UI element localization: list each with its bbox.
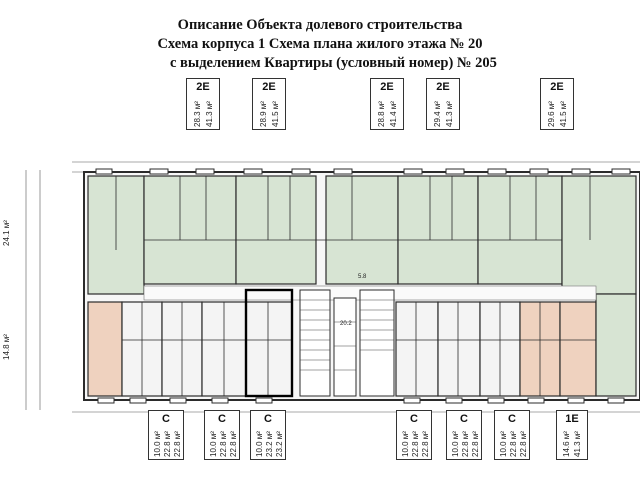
apartment-type-code: C [264,413,272,425]
document-subtitle-apartment: с выделением Квартиры (условный номер) №… [170,55,497,71]
apartment-tag-bottom-3-selected: C 10.0 м² 23.2 м² 23.2 м² [250,410,286,460]
apartment-top-3 [235,175,317,285]
apartment-bottom-6 [437,301,481,397]
apartment-type-code: C [508,413,516,425]
apartment-tag-top-4: 2E 29.4 м² 41.3 м² [426,78,460,130]
apartment-tag-bottom-5: C 10.0 м² 22.8 м² 22.8 м² [446,410,482,460]
apartment-tag-top-3: 2E 28.8 м² 41.4 м² [370,78,404,130]
apartment-area: 41.5 м² [559,101,568,127]
apartment-area: 41.3 м² [205,101,214,127]
apartment-area: 10.0 м² [153,431,162,457]
apartment-area: 29.4 м² [433,101,442,127]
building-core [299,289,395,397]
apartment-area: 23.2 м² [265,431,274,457]
apartment-type-code: 2E [262,81,276,93]
apartment-type-code: C [218,413,226,425]
apartment-bottom-4 [245,301,293,397]
apartment-tag-bottom-6: C 10.0 м² 22.8 м² 22.8 м² [494,410,530,460]
partitions [115,176,596,396]
document-subtitle: Схема корпуса 1 Схема плана жилого этажа… [157,36,483,52]
apartment-area: 22.8 м² [229,431,238,457]
apartment-type-code: 2E [436,81,450,93]
apartment-area: 10.0 м² [451,431,460,457]
corridor-area-label: 20.2 [340,321,352,327]
apartment-type-code: C [410,413,418,425]
apartment-area: 10.0 м² [255,431,264,457]
apartment-area: 22.8 м² [421,431,430,457]
selected-apartment-outline [244,288,294,398]
apartment-area: 14.6 м² [562,431,571,457]
apartment-type-code: C [162,413,170,425]
apartment-area: 10.0 м² [401,431,410,457]
document-title: Описание Объекта долевого строительства [177,17,463,33]
apartment-tag-bottom-7: 1E 14.6 м² 41.3 м² [556,410,588,460]
apartment-type-code: C [460,413,468,425]
apartment-area: 22.8 м² [461,431,470,457]
stair-area-label: 5.8 [358,274,367,280]
apartment-area: 22.8 м² [173,431,182,457]
apartment-tag-bottom-4: C 10.0 м² 22.8 м² 22.8 м² [396,410,432,460]
apartment-bottom-5 [395,301,439,397]
apartment-area: 22.8 м² [471,431,480,457]
apartment-area: 41.3 м² [445,101,454,127]
apartment-type-code: 2E [380,81,394,93]
apartment-area: 22.8 м² [163,431,172,457]
apartment-top-7 [561,175,637,295]
apartment-bottom-highlight-3 [559,301,597,397]
apartment-bottom-right [595,293,637,397]
apartment-tag-top-1: 2E 28.3 м² 41.3 м² [186,78,220,130]
apartment-type-code: 1E [565,413,579,425]
apartment-top-4 [325,175,399,285]
stair-right [359,289,395,397]
side-area-lower: 14.8 м² [2,334,11,360]
side-area-upper: 24.1 м² [2,220,11,246]
stair-left [299,289,331,397]
apartment-area: 22.8 м² [509,431,518,457]
apartment-area: 22.8 м² [411,431,420,457]
apartment-tag-bottom-1: C 10.0 м² 22.8 м² 22.8 м² [148,410,184,460]
apartment-area: 29.6 м² [547,101,556,127]
apartment-area: 28.9 м² [259,101,268,127]
apartment-top-6 [477,175,563,285]
apartment-tag-bottom-2: C 10.0 м² 22.8 м² 22.8 м² [204,410,240,460]
apartment-type-code: 2E [196,81,210,93]
apartment-area: 41.4 м² [389,101,398,127]
apartment-top-2 [143,175,237,285]
apartment-tag-top-5: 2E 29.6 м² 41.5 м² [540,78,574,130]
apartment-area: 22.8 м² [519,431,528,457]
apartment-area: 41.5 м² [271,101,280,127]
apartment-area: 41.3 м² [573,431,582,457]
apartment-area: 22.8 м² [219,431,228,457]
elevators [333,297,357,397]
apartment-area: 10.0 м² [499,431,508,457]
apartment-area: 10.0 м² [209,431,218,457]
apartment-area: 23.2 м² [275,431,284,457]
apartment-bottom-left-highlight [87,301,123,397]
apartment-area: 28.8 м² [377,101,386,127]
apartment-tag-top-2: 2E 28.9 м² 41.5 м² [252,78,286,130]
apartment-area: 28.3 м² [193,101,202,127]
stair-treads [300,299,394,371]
apartment-top-5 [397,175,479,285]
top-apartments [87,175,637,295]
windows [95,168,631,404]
apartment-type-code: 2E [550,81,564,93]
